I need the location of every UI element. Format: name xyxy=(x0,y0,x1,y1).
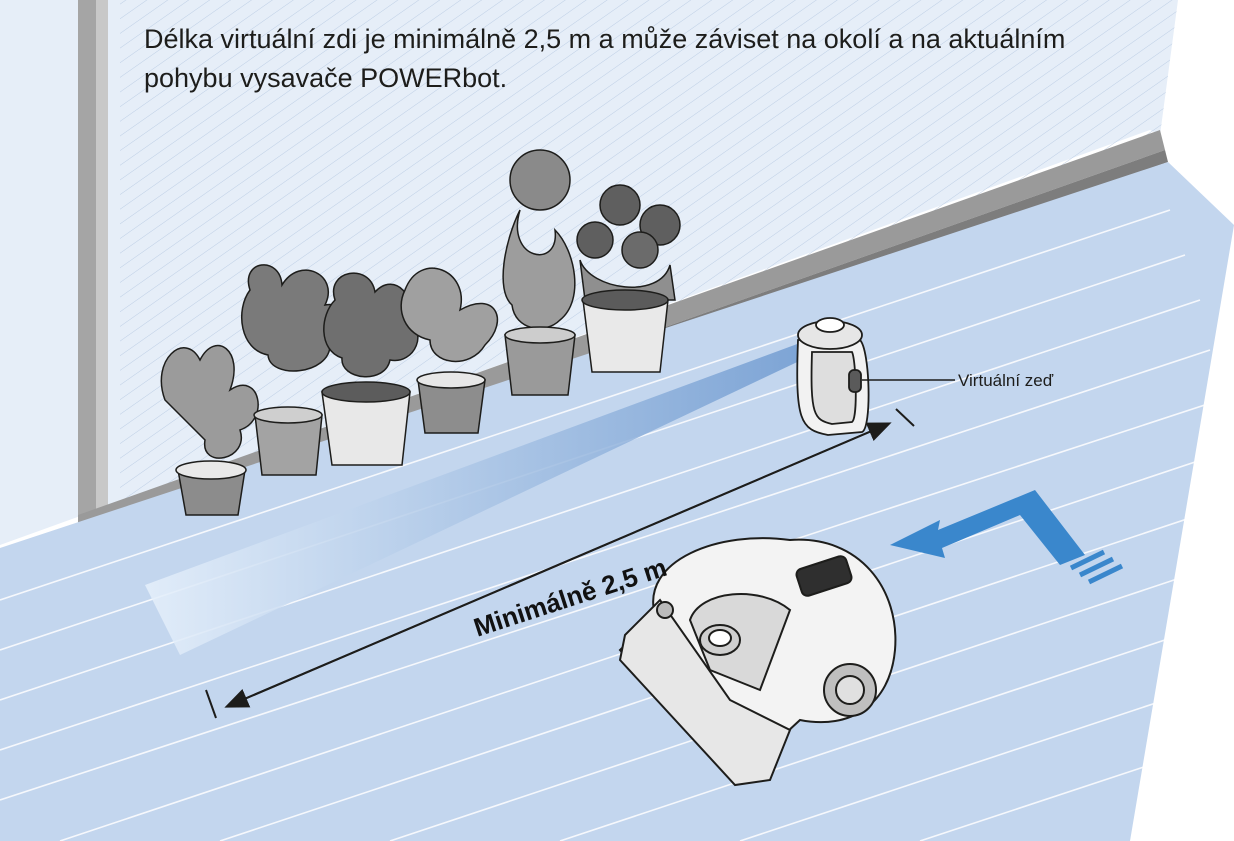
plant-pot-4 xyxy=(400,267,499,434)
virtual-wall-beam xyxy=(145,340,812,655)
plant-pot-2 xyxy=(241,264,351,476)
plant-pot-3 xyxy=(321,272,419,466)
virtual-wall-label: Virtuální zeď xyxy=(958,371,1054,390)
robot-vacuum xyxy=(618,537,897,787)
plant-pot-5 xyxy=(502,149,576,396)
virtual-wall-device xyxy=(796,317,870,436)
plant-pot-1 xyxy=(160,344,259,516)
movement-arrow xyxy=(890,490,1124,585)
measurement-line xyxy=(205,408,915,719)
plants xyxy=(160,149,681,516)
plant-pot-6 xyxy=(576,184,681,373)
caption-text: Délka virtuální zdi je minimálně 2,5 m a… xyxy=(144,24,1066,93)
